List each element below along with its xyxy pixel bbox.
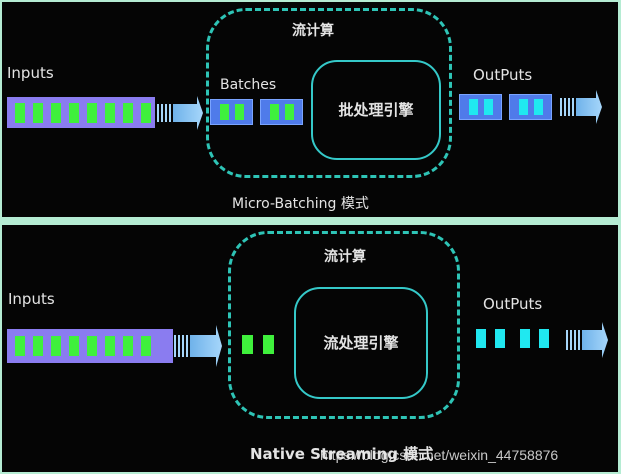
input-event-block bbox=[33, 102, 43, 123]
mode-caption: Native Streaming 模式 bbox=[250, 445, 434, 463]
watermark-text: https://blog.csdn.net/weixin_44758876 bbox=[320, 447, 559, 463]
stream-compute-container bbox=[228, 231, 460, 419]
batch-event-block bbox=[234, 104, 244, 120]
output-event-block bbox=[483, 99, 493, 115]
output-batch-events bbox=[468, 99, 493, 115]
input-event-block bbox=[51, 102, 61, 123]
batch-box bbox=[210, 99, 253, 125]
input-event-block bbox=[123, 336, 133, 356]
stream-event-block bbox=[263, 335, 274, 354]
input-arrow-icon bbox=[174, 325, 222, 367]
batch-event-block bbox=[219, 104, 229, 120]
batch-events bbox=[219, 104, 244, 120]
input-event-block bbox=[69, 336, 79, 356]
input-events bbox=[15, 102, 159, 123]
outputs-label: OutPuts bbox=[473, 66, 533, 84]
batch-events bbox=[269, 104, 294, 120]
inputs-label: Inputs bbox=[7, 64, 54, 82]
output-event-block bbox=[520, 329, 530, 348]
inputs-label: Inputs bbox=[8, 290, 55, 308]
input-event-block bbox=[33, 336, 43, 356]
output-arrow-icon bbox=[566, 322, 608, 358]
input-event-block bbox=[87, 102, 97, 123]
batches-label: Batches bbox=[220, 77, 277, 93]
output-event-block bbox=[495, 329, 505, 348]
batch-box bbox=[260, 99, 303, 125]
batch-event-block bbox=[284, 104, 294, 120]
output-event-block bbox=[533, 99, 543, 115]
input-arrow-icon bbox=[157, 96, 203, 130]
mode-caption: Micro-Batching 模式 bbox=[232, 196, 369, 212]
input-event-block bbox=[51, 336, 61, 356]
container-title: 流计算 bbox=[324, 249, 366, 265]
input-event-block bbox=[105, 102, 115, 123]
output-event-block bbox=[468, 99, 478, 115]
output-batch-box bbox=[459, 94, 502, 120]
stream-event-block bbox=[242, 335, 253, 354]
input-stream-bar bbox=[7, 329, 173, 363]
input-event-block bbox=[141, 336, 151, 356]
output-event-block bbox=[518, 99, 528, 115]
input-event-block bbox=[105, 336, 115, 356]
input-event-block bbox=[123, 102, 133, 123]
micro-batching-panel: Inputs 流计算 Batches 批处理引擎 Micro-Batching … bbox=[2, 2, 618, 217]
outputs-label: OutPuts bbox=[483, 295, 543, 313]
output-event-block bbox=[476, 329, 486, 348]
engine-label: 批处理引擎 bbox=[338, 100, 414, 119]
stream-compute-container bbox=[206, 8, 452, 178]
batch-event-block bbox=[269, 104, 279, 120]
engine-label: 流处理引擎 bbox=[323, 333, 399, 352]
input-event-block bbox=[87, 336, 97, 356]
output-batch-box bbox=[509, 94, 552, 120]
output-batch-events bbox=[518, 99, 543, 115]
output-events bbox=[476, 329, 549, 348]
native-streaming-panel: Inputs 流计算 流处理引擎 Native Streaming 模式 Out… bbox=[2, 225, 618, 472]
batch-engine-box: 批处理引擎 bbox=[311, 60, 441, 160]
input-event-block bbox=[141, 102, 151, 123]
output-event-block bbox=[539, 329, 549, 348]
input-event-block bbox=[15, 102, 25, 123]
output-arrow-icon bbox=[560, 90, 602, 124]
container-title: 流计算 bbox=[292, 23, 334, 39]
input-event-block bbox=[69, 102, 79, 123]
input-event-block bbox=[15, 336, 25, 356]
stream-engine-box: 流处理引擎 bbox=[294, 287, 428, 399]
input-events bbox=[15, 336, 159, 356]
input-stream-bar bbox=[7, 97, 155, 128]
stream-events bbox=[242, 335, 274, 354]
